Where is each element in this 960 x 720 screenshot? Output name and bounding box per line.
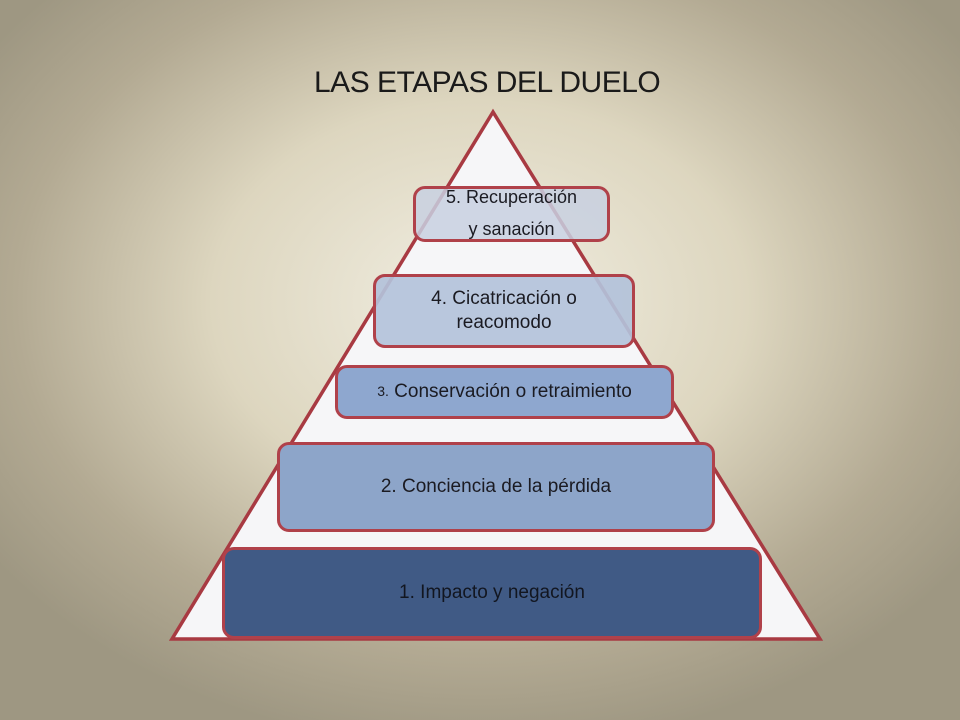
level-5-line2: y sanación — [468, 219, 555, 239]
level-5-recuperacion: 5. Recuperación y sanación — [413, 186, 610, 242]
level-4-cicatrizacion: 4. Cicatricación o reacomodo — [373, 274, 635, 348]
level-3-conservacion: 3. Conservación o retraimiento — [335, 365, 674, 419]
level-4-line1: 4. Cicatricación o — [431, 288, 577, 310]
level-4-line2: reacomodo — [456, 312, 552, 333]
level-3-label: Conservación o retraimiento — [394, 381, 632, 403]
level-1-label: 1. Impacto y negación — [399, 582, 585, 604]
level-3-number: 3. — [377, 383, 389, 400]
level-5-line1: 5. Recuperación — [445, 187, 578, 208]
level-2-label: 2. Conciencia de la pérdida — [380, 476, 612, 498]
diagram-title: LAS ETAPAS DEL DUELO — [314, 66, 661, 99]
level-2-conciencia: 2. Conciencia de la pérdida — [277, 442, 715, 532]
level-1-impacto: 1. Impacto y negación — [222, 547, 762, 639]
